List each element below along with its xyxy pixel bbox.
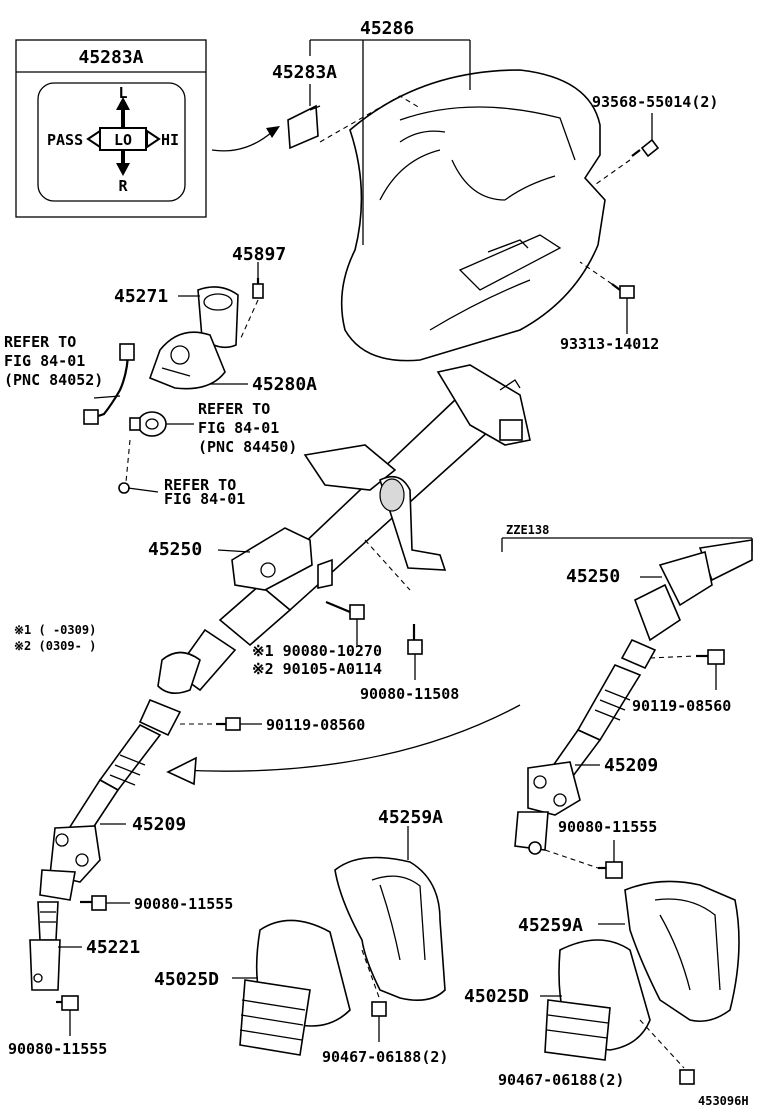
label-45897: 45897	[232, 244, 286, 265]
label-45280A: 45280A	[252, 374, 317, 395]
small-screw	[118, 482, 130, 494]
refer1-line2: FIG 84-01	[4, 352, 85, 370]
inset-part-number: 45283A	[78, 47, 143, 68]
bolt-90080-11508	[407, 624, 423, 655]
bolt-90080-11555-mid	[80, 895, 107, 911]
column-hole-cover-bottom	[624, 880, 740, 1023]
label-45259A-top: 45259A	[378, 807, 443, 828]
steering-column-main	[218, 364, 531, 647]
column-hole-cover-top	[334, 856, 446, 1001]
label-90119-left: 90119-08560	[266, 716, 365, 734]
bolt-90119-right	[696, 649, 725, 665]
lower-shaft-45221	[29, 901, 61, 991]
diagram-id: 453096H	[698, 1094, 749, 1108]
label-plate	[287, 104, 319, 150]
label-90080-11508: 90080-11508	[360, 685, 459, 703]
label-90080-11555-right: 90080-11555	[558, 818, 657, 836]
label-45286: 45286	[360, 18, 414, 39]
clip-90467-left	[371, 1001, 387, 1017]
symbol-center-label: LO	[114, 131, 132, 149]
refer2-line3: (PNC 84450)	[198, 438, 297, 456]
symbol-down-label: R	[118, 177, 128, 195]
label-90080-11555-bl: 90080-11555	[8, 1040, 107, 1058]
bolt-90080-11555-bl	[56, 995, 79, 1011]
inset-symbol-box: 45283A L R PASS LO HI	[15, 39, 207, 218]
boot-45025D-right	[544, 939, 651, 1061]
label-45250-left: 45250	[148, 539, 202, 560]
clip-90467-right	[679, 1069, 695, 1085]
refer2-line2: FIG 84-01	[198, 419, 279, 437]
refer3-line1: REFER TO	[164, 476, 236, 494]
label-45283A: 45283A	[272, 62, 337, 83]
boot-45025D-left	[239, 919, 351, 1056]
screw-93313	[611, 283, 635, 299]
light-switch-icon	[86, 97, 161, 176]
column-cover	[340, 69, 606, 362]
horn-contact	[129, 411, 167, 437]
label-93313: 93313-14012	[560, 335, 659, 353]
symbol-left-label: PASS	[47, 131, 83, 149]
bolt-90080-10270	[325, 600, 365, 620]
screw-45897	[252, 278, 264, 299]
label-45025D-right: 45025D	[464, 986, 529, 1007]
label-bolt-2: ※2 90105-A0114	[252, 660, 382, 678]
switch-body-45280A	[148, 331, 226, 390]
refer3-line2: FIG 84-01	[164, 490, 245, 508]
intermediate-shaft-left	[66, 628, 237, 842]
note-1: ※1 ( -0309)	[14, 623, 96, 637]
symbol-right-label: HI	[161, 131, 179, 149]
label-45209-right: 45209	[604, 755, 658, 776]
symbol-up-label: L	[118, 84, 127, 102]
label-90119-right: 90119-08560	[632, 697, 731, 715]
bolt-90119-left	[216, 717, 241, 731]
label-93568: 93568-55014(2)	[592, 93, 718, 111]
label-45221: 45221	[86, 937, 140, 958]
label-90467-right: 90467-06188(2)	[498, 1071, 624, 1089]
label-45250-right: 45250	[566, 566, 620, 587]
label-90080-11555-mid: 90080-11555	[134, 895, 233, 913]
refer1-line1: REFER TO	[4, 333, 76, 351]
label-bolt-1: ※1 90080-10270	[252, 642, 382, 660]
label-45025D-left: 45025D	[154, 969, 219, 990]
refer2-line1: REFER TO	[198, 400, 270, 418]
bolt-90080-11555-right	[598, 861, 623, 879]
intermediate-shaft-right	[548, 539, 753, 782]
universal-joint-right	[514, 761, 581, 855]
universal-joint-left	[39, 825, 101, 901]
label-45259A-bottom: 45259A	[518, 915, 583, 936]
label-45271: 45271	[114, 286, 168, 307]
note-2: ※2 (0309- )	[14, 639, 96, 653]
refer1-line3: (PNC 84052)	[4, 371, 103, 389]
label-90467-left: 90467-06188(2)	[322, 1048, 448, 1066]
label-45209-left: 45209	[132, 814, 186, 835]
model-code: ZZE138	[506, 523, 549, 537]
screw-93568	[631, 138, 660, 158]
